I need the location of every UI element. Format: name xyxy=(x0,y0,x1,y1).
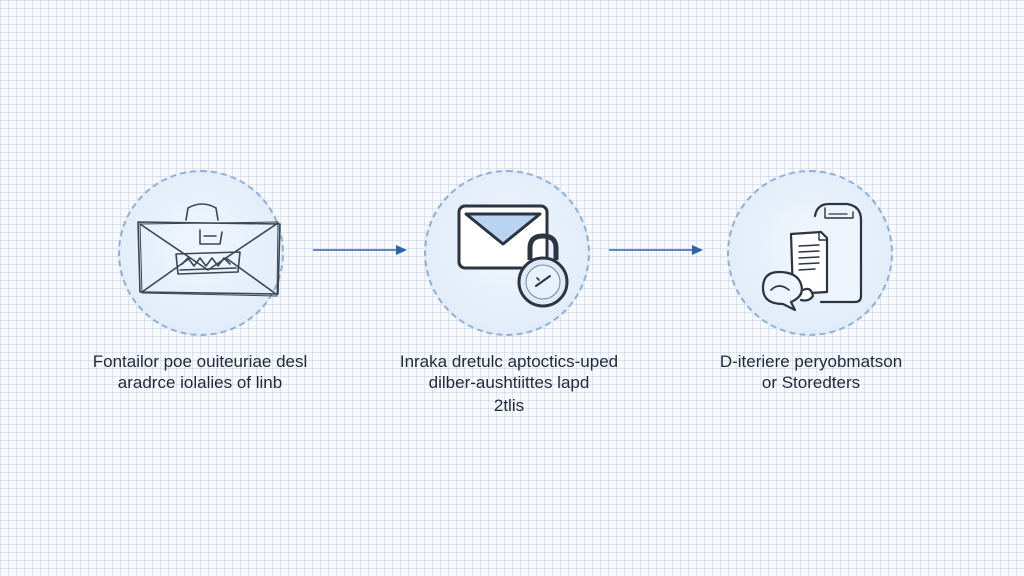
step-3-caption-line-2: or Storedters xyxy=(761,373,861,392)
arrow-2-to-3 xyxy=(609,245,703,255)
step-2-caption-line-1: Inraka dretulc aptoctics-uped xyxy=(399,352,619,371)
step-1-caption-line-1: Fontailor poe ouiteuriae desl xyxy=(92,352,308,371)
step-3-circle xyxy=(727,170,893,336)
step-1-caption-line-2: aradrce iolalies of linb xyxy=(117,373,283,392)
step-3-caption-line-1: D-iteriere peryobmatson xyxy=(719,352,903,371)
step-2-caption-line-2: dilber-aushtiittes lapd xyxy=(428,373,590,392)
step-1-caption: Fontailor poe ouiteuriae desl aradrce io… xyxy=(50,351,350,393)
step-1-circle xyxy=(118,170,284,336)
step-2-caption: Inraka dretulc aptoctics-uped dilber-aus… xyxy=(359,351,659,416)
step-2-caption-line-3: 2tlis xyxy=(493,396,525,415)
step-2-circle xyxy=(424,170,590,336)
envelope-lock-icon xyxy=(457,204,569,308)
documents-chat-icon xyxy=(761,202,863,312)
arrow-1-to-2 xyxy=(313,245,407,255)
envelope-sketch-icon xyxy=(137,203,281,297)
step-3-caption: D-iteriere peryobmatson or Storedters xyxy=(661,351,961,393)
